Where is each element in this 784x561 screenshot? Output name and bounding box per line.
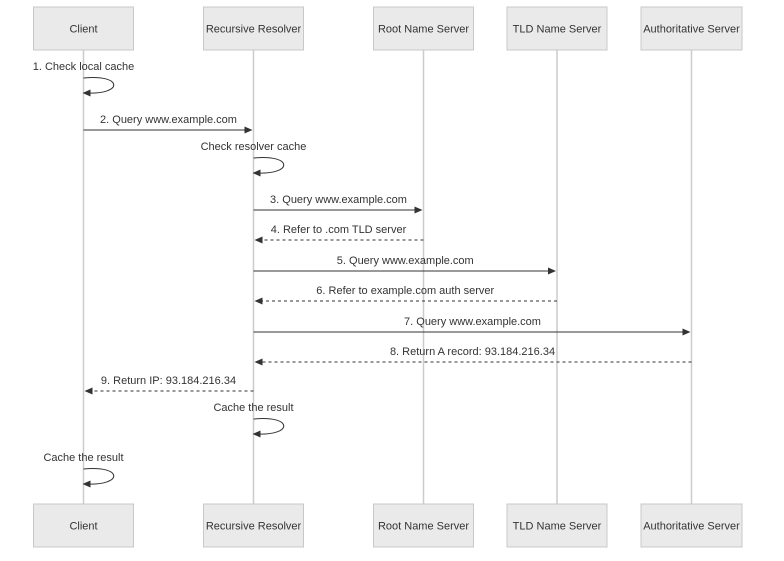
message-3: Check resolver cache: [201, 141, 307, 177]
message-1: 1. Check local cache: [33, 61, 135, 97]
arrowhead: [548, 267, 556, 275]
participant-label: Recursive Resolver: [206, 521, 302, 533]
arrowhead: [414, 206, 423, 214]
participant-label: Recursive Resolver: [206, 24, 302, 36]
message-10: 9. Return IP: 93.184.216.34: [84, 375, 254, 395]
message-7: 6. Refer to example.com auth server: [254, 285, 557, 305]
participant-label: TLD Name Server: [513, 24, 602, 36]
participant-tld-bottom: TLD Name Server: [506, 503, 608, 548]
participant-tld-top: TLD Name Server: [506, 6, 608, 51]
message-label: 8. Return A record: 93.184.216.34: [390, 346, 555, 358]
message-2: 2. Query www.example.com: [83, 114, 253, 134]
participant-box: [33, 6, 134, 51]
message-label: 7. Query www.example.com: [404, 316, 541, 328]
message-6: 5. Query www.example.com: [253, 255, 556, 275]
message-label: 3. Query www.example.com: [270, 194, 407, 206]
arrowhead: [254, 236, 263, 244]
participant-box: [640, 6, 743, 51]
message-8: 7. Query www.example.com: [253, 316, 691, 336]
arrowhead: [82, 480, 91, 488]
message-label: Cache the result: [43, 452, 123, 464]
arrowhead: [82, 89, 91, 97]
participant-client-bottom: Client: [33, 503, 134, 548]
message-line: [253, 157, 285, 174]
arrowhead: [682, 328, 691, 336]
message-label: 4. Refer to .com TLD server: [271, 224, 407, 236]
message-9: 8. Return A record: 93.184.216.34: [254, 346, 692, 366]
participant-label: Authoritative Server: [643, 24, 740, 36]
participant-label: Client: [69, 521, 97, 533]
participant-resolver-bottom: Recursive Resolver: [203, 503, 304, 548]
participant-label: Authoritative Server: [643, 521, 740, 533]
participant-box: [640, 503, 743, 548]
lifelines: [82, 50, 693, 504]
participant-root-bottom: Root Name Server: [373, 503, 474, 548]
message-line: [83, 468, 115, 485]
message-label: 9. Return IP: 93.184.216.34: [101, 375, 236, 387]
participant-label: TLD Name Server: [513, 521, 602, 533]
participant-box: [506, 6, 608, 51]
participant-resolver-top: Recursive Resolver: [203, 6, 304, 51]
arrowhead: [252, 169, 261, 177]
participant-label: Root Name Server: [378, 521, 469, 533]
arrowhead: [84, 387, 93, 395]
participant-box: [203, 503, 304, 548]
arrowhead: [244, 126, 253, 134]
message-12: Cache the result: [43, 452, 124, 488]
message-label: 6. Refer to example.com auth server: [316, 285, 494, 297]
participant-auth-bottom: Authoritative Server: [640, 503, 743, 548]
participant-client-top: Client: [33, 6, 134, 51]
message-line: [253, 418, 285, 435]
arrowhead: [254, 358, 263, 366]
participant-label: Root Name Server: [378, 24, 469, 36]
arrowhead: [252, 430, 261, 438]
participant-label: Client: [69, 24, 97, 36]
participant-box: [373, 6, 474, 51]
participant-box: [33, 503, 134, 548]
participant-box: [373, 503, 474, 548]
participant-box: [506, 503, 608, 548]
message-11: Cache the result: [213, 402, 294, 438]
messages: 1. Check local cache 2. Query www.example…: [33, 61, 692, 488]
participant-root-top: Root Name Server: [373, 6, 474, 51]
message-label: 1. Check local cache: [33, 61, 135, 73]
participant-box: [203, 6, 304, 51]
message-5: 4. Refer to .com TLD server: [254, 224, 424, 244]
participant-auth-top: Authoritative Server: [640, 6, 743, 51]
message-label: 2. Query www.example.com: [100, 114, 237, 126]
message-label: 5. Query www.example.com: [337, 255, 474, 267]
message-label: Cache the result: [213, 402, 293, 414]
arrowhead: [254, 297, 263, 305]
message-label: Check resolver cache: [201, 141, 307, 153]
message-4: 3. Query www.example.com: [253, 194, 423, 214]
message-line: [83, 77, 115, 94]
